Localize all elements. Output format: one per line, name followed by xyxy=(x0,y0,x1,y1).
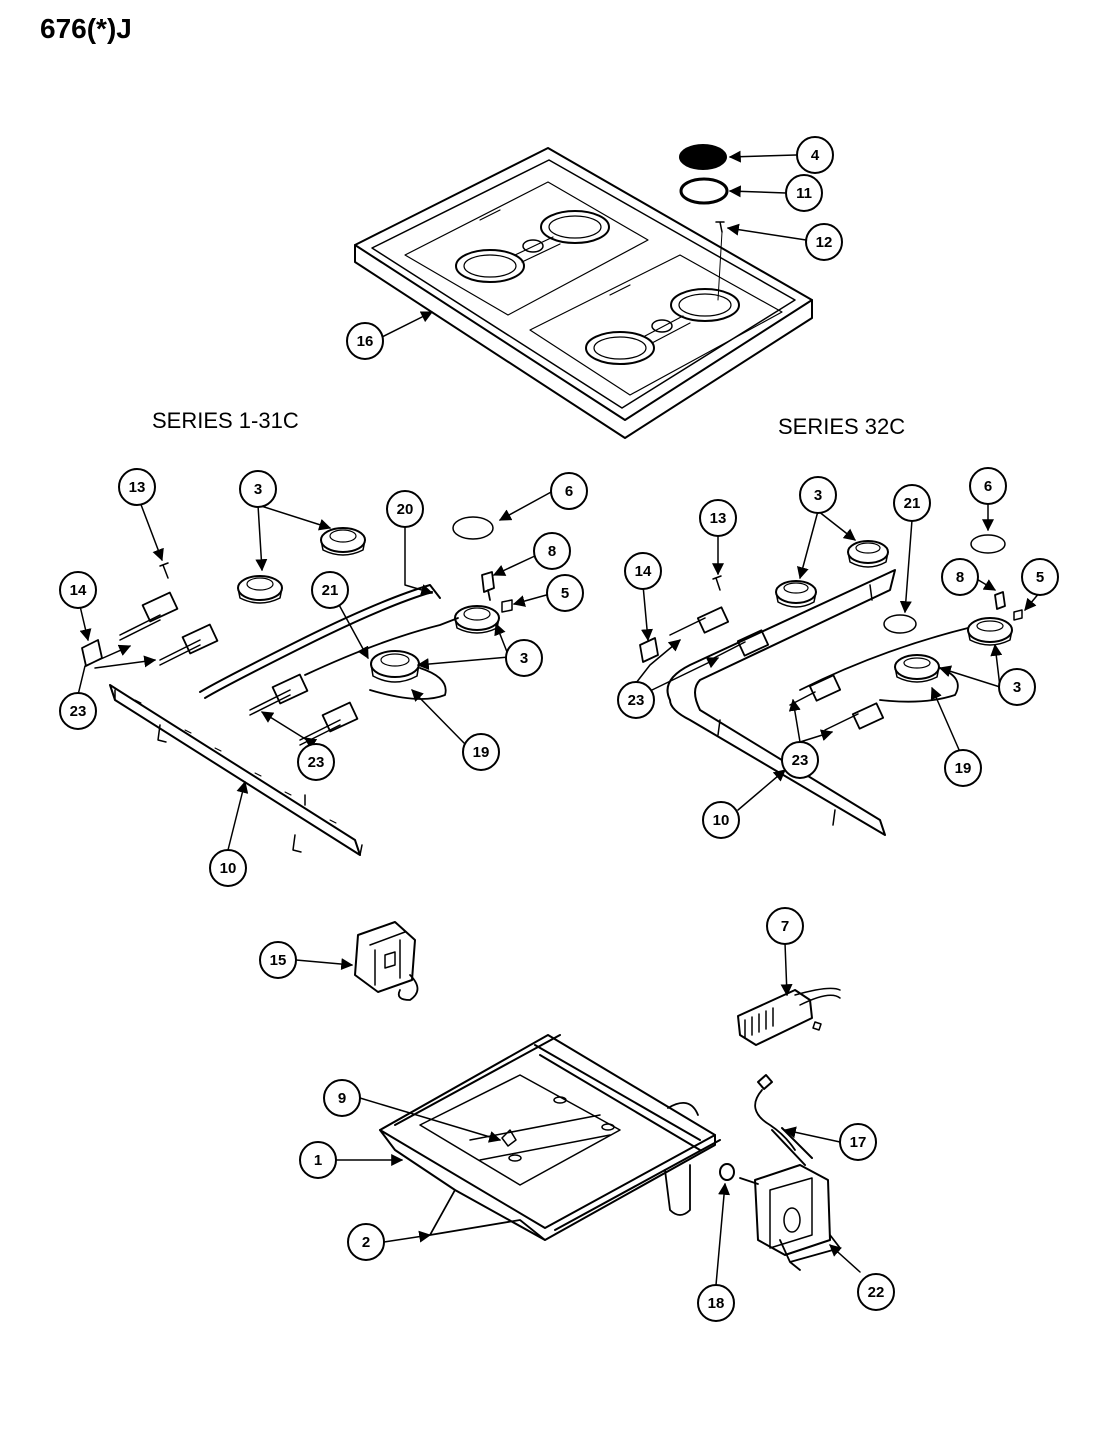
svg-text:23: 23 xyxy=(792,752,809,769)
callout-13-right: 13 xyxy=(699,499,737,537)
svg-text:3: 3 xyxy=(1013,679,1021,696)
callout-22: 22 xyxy=(857,1273,895,1311)
callout-6-right: 6 xyxy=(969,467,1007,505)
screw-12 xyxy=(715,221,725,233)
left-burner-assembly xyxy=(81,516,513,856)
callout-10-right: 10 xyxy=(702,801,740,839)
svg-text:13: 13 xyxy=(710,510,727,527)
svg-text:12: 12 xyxy=(816,234,833,251)
callout-3-left-top: 3 xyxy=(239,470,277,508)
svg-text:10: 10 xyxy=(220,860,237,877)
svg-text:4: 4 xyxy=(811,147,820,164)
svg-text:3: 3 xyxy=(520,650,528,667)
svg-text:8: 8 xyxy=(956,569,964,586)
svg-text:22: 22 xyxy=(868,1284,885,1301)
svg-text:10: 10 xyxy=(713,812,730,829)
callout-13-left: 13 xyxy=(118,468,156,506)
callout-23-left-b: 23 xyxy=(297,743,335,781)
callout-21-right: 21 xyxy=(893,484,931,522)
svg-text:16: 16 xyxy=(357,333,374,350)
cooktop-assembly xyxy=(354,147,813,439)
svg-text:17: 17 xyxy=(850,1134,867,1151)
callout-14-right: 14 xyxy=(624,552,662,590)
callout-23-right-a: 23 xyxy=(617,681,655,719)
svg-text:20: 20 xyxy=(397,501,414,518)
callout-5-left: 5 xyxy=(546,574,584,612)
svg-text:23: 23 xyxy=(308,754,325,771)
svg-text:5: 5 xyxy=(1036,569,1044,586)
callout-19-right: 19 xyxy=(944,749,982,787)
callout-20-left: 20 xyxy=(386,490,424,528)
callout-10-left: 10 xyxy=(209,849,247,887)
svg-text:3: 3 xyxy=(254,481,262,498)
callout-15: 15 xyxy=(259,941,297,979)
callout-4: 4 xyxy=(796,136,834,174)
series-left-label: SERIES 1-31C xyxy=(152,408,299,433)
callout-3-left-bottom: 3 xyxy=(505,639,543,677)
callout-2: 2 xyxy=(347,1223,385,1261)
burner-cap-solid xyxy=(679,144,727,170)
oven-burner-assembly xyxy=(379,1034,841,1271)
callout-18: 18 xyxy=(697,1284,735,1322)
svg-text:13: 13 xyxy=(129,479,146,496)
igniter-module xyxy=(354,921,419,1001)
svg-text:15: 15 xyxy=(270,952,287,969)
callout-9: 9 xyxy=(323,1079,361,1117)
callout-7: 7 xyxy=(766,907,804,945)
svg-text:5: 5 xyxy=(561,585,569,602)
svg-text:21: 21 xyxy=(322,582,339,599)
svg-text:14: 14 xyxy=(70,582,87,599)
callout-5-right: 5 xyxy=(1021,558,1059,596)
callout-3-right-bottom: 3 xyxy=(998,668,1036,706)
svg-text:3: 3 xyxy=(814,487,822,504)
spark-module xyxy=(737,987,841,1046)
svg-text:19: 19 xyxy=(955,760,972,777)
svg-text:23: 23 xyxy=(628,692,645,709)
svg-text:11: 11 xyxy=(796,185,812,202)
callout-14-left: 14 xyxy=(59,571,97,609)
burner-ring xyxy=(679,177,729,205)
svg-text:6: 6 xyxy=(565,483,573,500)
callout-11: 11 xyxy=(785,174,823,212)
callout-12: 12 xyxy=(805,223,843,261)
svg-text:2: 2 xyxy=(362,1234,370,1251)
leader-lines xyxy=(77,150,1041,1286)
svg-text:6: 6 xyxy=(984,478,992,495)
svg-text:1: 1 xyxy=(314,1152,322,1169)
svg-text:18: 18 xyxy=(708,1295,725,1312)
callout-3-right-top: 3 xyxy=(799,476,837,514)
callout-23-right-b: 23 xyxy=(781,741,819,779)
callout-8-right: 8 xyxy=(941,558,979,596)
series-right-label: SERIES 32C xyxy=(778,414,905,439)
page-title: 676(*)J xyxy=(40,13,132,44)
svg-text:23: 23 xyxy=(70,703,87,720)
callout-6-left: 6 xyxy=(550,472,588,510)
callout-17: 17 xyxy=(839,1123,877,1161)
callout-23-left-a: 23 xyxy=(59,692,97,730)
callout-21-left: 21 xyxy=(311,571,349,609)
svg-text:8: 8 xyxy=(548,543,556,560)
svg-text:19: 19 xyxy=(473,744,490,761)
callout-19-left: 19 xyxy=(462,733,500,771)
svg-text:9: 9 xyxy=(338,1090,346,1107)
callout-16: 16 xyxy=(346,322,384,360)
svg-text:14: 14 xyxy=(635,563,652,580)
svg-text:21: 21 xyxy=(904,495,921,512)
svg-text:7: 7 xyxy=(781,918,789,935)
callout-8-left: 8 xyxy=(533,532,571,570)
callout-1: 1 xyxy=(299,1141,337,1179)
